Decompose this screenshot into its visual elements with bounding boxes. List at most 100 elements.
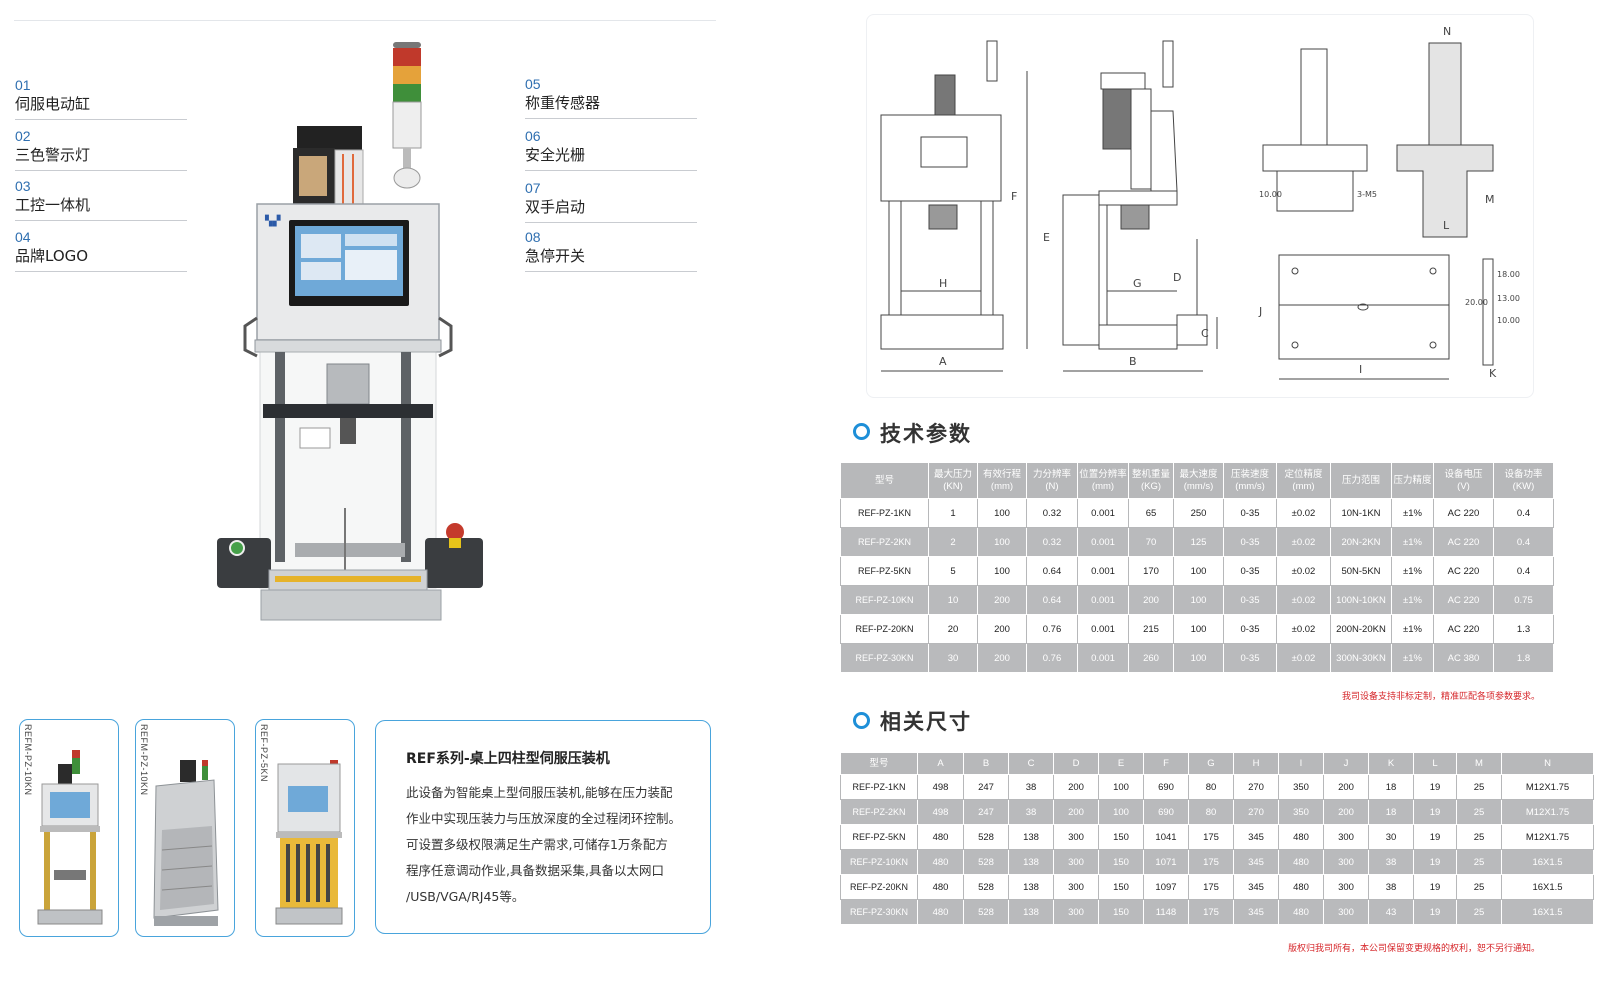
feature-number: 05: [525, 76, 541, 92]
model-cell: REF-PZ-1KN: [840, 774, 918, 800]
table-cell: 480: [1278, 899, 1324, 925]
table-cell: 200: [977, 643, 1027, 673]
table-cell: 0.001: [1077, 614, 1129, 644]
table-cell: 200: [977, 614, 1027, 644]
table-cell: 0.4: [1493, 498, 1554, 528]
table-cell: 300: [1323, 849, 1369, 875]
table-cell: AC 380: [1433, 643, 1494, 673]
table-header-cell: A: [917, 752, 964, 775]
table-cell: 100: [977, 556, 1027, 586]
table-cell: 10: [928, 585, 978, 615]
model-cell: REF-PZ-10KN: [840, 849, 918, 875]
table-header-cell: K: [1368, 752, 1414, 775]
table-header-cell: 压力精度: [1391, 462, 1434, 499]
thumbnail-label: REFM-PZ-10KN: [139, 724, 149, 796]
table-cell: 200: [977, 585, 1027, 615]
table-cell: 16X1.5: [1501, 899, 1594, 925]
feature-number: 01: [15, 77, 31, 93]
table-cell: 0-35: [1223, 585, 1277, 615]
table-header-cell: 设备电压 (V): [1433, 462, 1494, 499]
feature-number: 04: [15, 229, 31, 245]
table-header-cell: I: [1278, 752, 1324, 775]
table-cell: 38: [1008, 799, 1054, 825]
product-description: 此设备为智能桌上型伺服压装机,能够在压力装配作业中实现压装力与压放深度的全过程闭…: [406, 780, 690, 910]
dim-18: 18.00: [1497, 270, 1520, 279]
table-cell: 300: [1053, 824, 1099, 850]
table-header-cell: E: [1098, 752, 1144, 775]
table-cell: 100: [1098, 774, 1144, 800]
table-cell: 200: [1053, 774, 1099, 800]
description-line: /USB/VGA/RJ45等。: [406, 889, 525, 904]
table-cell: 25: [1456, 874, 1502, 900]
dim-label-I: I: [1359, 363, 1362, 376]
table-cell: 16X1.5: [1501, 849, 1594, 875]
table-cell: 498: [917, 799, 964, 825]
feature-number: 03: [15, 178, 31, 194]
table-header-cell: 型号: [840, 752, 918, 775]
table-cell: 247: [963, 799, 1009, 825]
table-header-cell: 位置分辨率 (mm): [1077, 462, 1129, 499]
dim-13: 13.00: [1497, 294, 1520, 303]
copyright-note: 版权归我司所有，本公司保留变更规格的权利，恕不另行通知。: [1287, 944, 1540, 954]
dim-10: 10.00: [1259, 190, 1282, 199]
table-cell: 150: [1098, 874, 1144, 900]
tech-params-title: 技术参数: [880, 422, 972, 446]
model-cell: REF-PZ-1KN: [840, 498, 929, 528]
model-cell: REF-PZ-5KN: [840, 824, 918, 850]
table-cell: 0.32: [1026, 498, 1078, 528]
table-cell: 25: [1456, 824, 1502, 850]
table-cell: 300: [1323, 874, 1369, 900]
table-cell: 270: [1233, 799, 1279, 825]
table-cell: 0.4: [1493, 556, 1554, 586]
table-header-cell: H: [1233, 752, 1279, 775]
dim-label-L: L: [1443, 219, 1450, 232]
table-cell: 25: [1456, 849, 1502, 875]
dim-label-A: A: [939, 355, 947, 368]
table-cell: AC 220: [1433, 585, 1494, 615]
machine-thumbnail-image: [153, 760, 219, 926]
table-cell: ±0.02: [1276, 643, 1331, 673]
table-header-cell: 定位精度 (mm): [1276, 462, 1331, 499]
table-cell: 125: [1173, 527, 1224, 557]
table-cell: 498: [917, 774, 964, 800]
table-cell: 0.75: [1493, 585, 1554, 615]
table-cell: 30: [1368, 824, 1414, 850]
table-cell: 138: [1008, 849, 1054, 875]
table-cell: 175: [1188, 849, 1234, 875]
table-header-cell: 设备功率 (KW): [1493, 462, 1554, 499]
table-cell: M12X1.75: [1501, 799, 1594, 825]
table-header-cell: N: [1501, 752, 1594, 775]
table-cell: 100: [977, 498, 1027, 528]
table-cell: 345: [1233, 849, 1279, 875]
table-cell: ±0.02: [1276, 498, 1331, 528]
table-cell: 38: [1368, 849, 1414, 875]
dim-label-N: N: [1443, 25, 1451, 38]
model-cell: REF-PZ-30KN: [840, 643, 929, 673]
table-cell: 138: [1008, 874, 1054, 900]
table-cell: 100N-10KN: [1330, 585, 1392, 615]
table-cell: 38: [1368, 874, 1414, 900]
table-cell: 480: [917, 874, 964, 900]
table-cell: 300: [1053, 849, 1099, 875]
table-cell: 1071: [1143, 849, 1189, 875]
dim-20: 20.00: [1465, 298, 1488, 307]
table-cell: 200: [1053, 799, 1099, 825]
table-header-cell: F: [1143, 752, 1189, 775]
table-cell: 690: [1143, 799, 1189, 825]
table-cell: 200: [1128, 585, 1174, 615]
table-cell: 480: [1278, 874, 1324, 900]
table-cell: 1.8: [1493, 643, 1554, 673]
model-cell: REF-PZ-10KN: [840, 585, 929, 615]
table-cell: 345: [1233, 874, 1279, 900]
table-cell: 480: [917, 899, 964, 925]
table-cell: 0.64: [1026, 585, 1078, 615]
